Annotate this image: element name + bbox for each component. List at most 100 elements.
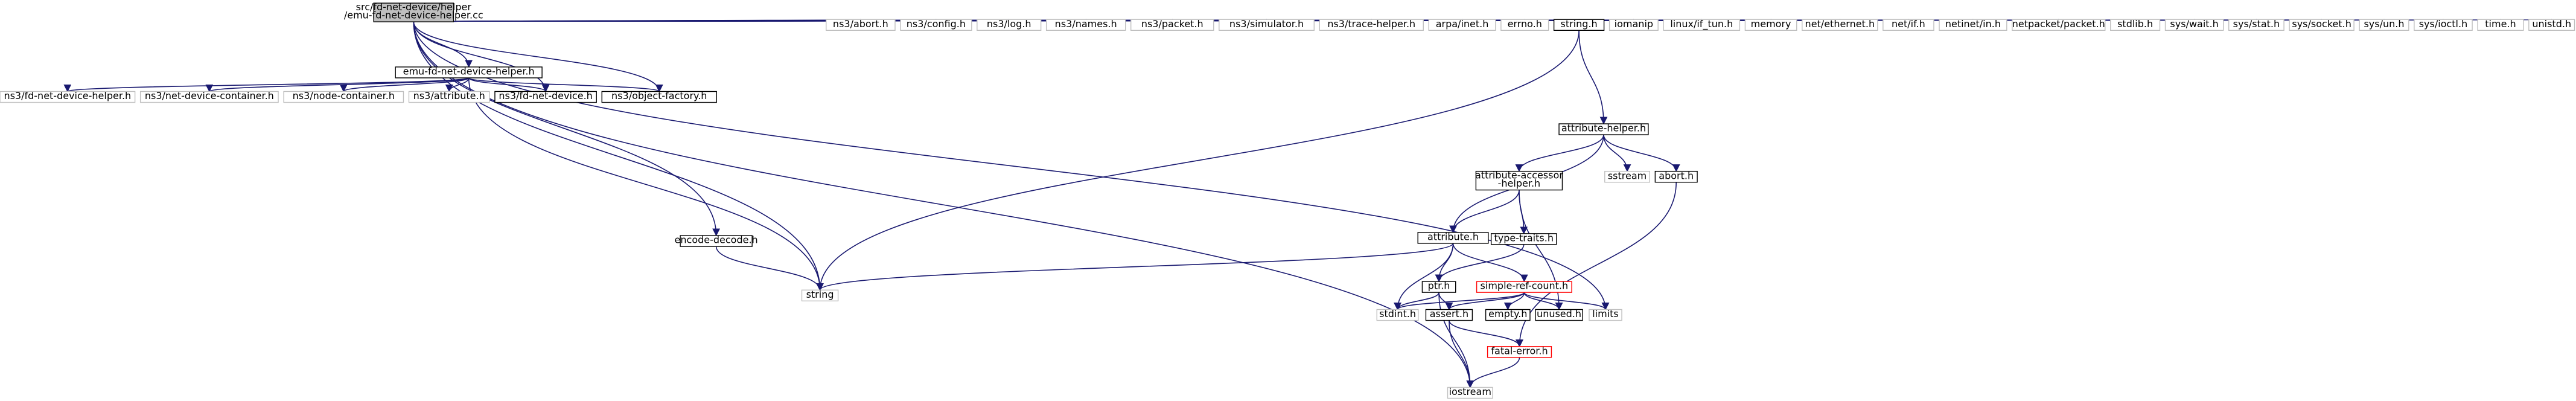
node-sysioctl: sys/ioctl.h: [2414, 18, 2473, 31]
node-label-aah-line1: attribute-accessor: [1475, 169, 1563, 181]
node-box-aah: [1475, 170, 1563, 191]
node-label-stdlib: stdlib.h: [2117, 18, 2153, 30]
node-src[interactable]: simple-ref-count.h: [1476, 280, 1572, 293]
node-box-ns3_fd_helper: [0, 91, 136, 103]
node-box-netpkt: [2012, 19, 2106, 31]
edge-root-to-string: [413, 22, 824, 291]
node-root: src/fd-net-device/helper/emu-fd-net-devi…: [344, 1, 483, 22]
node-box-iftun: [1663, 19, 1741, 31]
node-box-abort: [1654, 170, 1698, 183]
node-stringh[interactable]: string.h: [1553, 18, 1605, 31]
edge-stringh-to-attrhelper: [1578, 30, 1608, 125]
edge-typetraits-to-ptr: [1435, 244, 1525, 283]
edge-src-to-unused: [1523, 292, 1563, 310]
node-label-attrhelper: attribute-helper.h: [1561, 123, 1646, 134]
edge-ptr-to-iostream: [1438, 292, 1475, 388]
node-label-netin: netinet/in.h: [1945, 18, 2001, 30]
node-attribute[interactable]: attribute.h: [1417, 231, 1489, 244]
node-label-arpa: arpa/inet.h: [1436, 18, 1489, 30]
node-box-netif: [1883, 19, 1934, 31]
node-label-aah-line2: -helper.h: [1498, 178, 1541, 189]
node-empty[interactable]: empty.h: [1485, 308, 1531, 321]
node-label-ns3_nc: ns3/node-container.h: [293, 90, 395, 101]
node-fatal[interactable]: fatal-error.h: [1487, 345, 1552, 358]
node-box-iostream: [1447, 387, 1493, 399]
node-label-root-line1: src/fd-net-device/helper: [356, 1, 472, 13]
node-box-stringh: [1553, 19, 1605, 31]
node-box-timeh: [2477, 19, 2524, 31]
node-unused[interactable]: unused.h: [1535, 308, 1583, 321]
edge-attribute-to-string: [816, 243, 1454, 291]
node-box-assert: [1425, 309, 1473, 321]
node-box-ns3_ndc: [139, 91, 279, 103]
node-stdint: stdint.h: [1376, 308, 1419, 321]
node-limits: limits: [1589, 308, 1622, 321]
node-box-ns3_log: [977, 19, 1042, 31]
node-box-sysioctl: [2414, 19, 2473, 31]
node-ns3_of[interactable]: ns3/object-factory.h: [601, 90, 717, 103]
edge-root-to-ns3_of: [413, 22, 663, 92]
node-label-iostream: iostream: [1449, 386, 1491, 397]
node-box-ns3_nc: [283, 91, 404, 103]
node-label-emu_h: emu-fd-net-device-helper.h: [403, 66, 535, 77]
node-attrhelper[interactable]: attribute-helper.h: [1558, 123, 1649, 135]
node-aah[interactable]: attribute-accessor-helper.h: [1475, 169, 1563, 191]
node-box-attribute: [1417, 232, 1489, 244]
node-label-ns3_sim: ns3/simulator.h: [1229, 18, 1304, 30]
node-label-sysstat: sys/stat.h: [2233, 18, 2280, 30]
node-label-iftun: linux/if_tun.h: [1670, 18, 1733, 30]
node-stdlib: stdlib.h: [2110, 18, 2161, 31]
edge-emu_h-to-ns3_fd_helper: [64, 77, 470, 92]
node-label-stdint: stdint.h: [1379, 308, 1416, 319]
node-label-ns3_log: ns3/log.h: [987, 18, 1031, 30]
node-box-string: [801, 289, 839, 302]
node-box-unistd: [2528, 19, 2575, 31]
edge-src-to-stdint: [1394, 292, 1525, 310]
node-label-ns3_config: ns3/config.h: [907, 18, 966, 30]
node-label-sysioctl: sys/ioctl.h: [2419, 18, 2468, 30]
node-box-src: [1476, 281, 1572, 293]
node-label-iomanip: iomanip: [1615, 18, 1653, 30]
node-box-typetraits: [1490, 233, 1557, 245]
edge-abort-to-fatal: [1516, 182, 1677, 348]
node-abort[interactable]: abort.h: [1654, 170, 1698, 183]
node-ptr[interactable]: ptr.h: [1421, 280, 1456, 293]
node-syswait: sys/wait.h: [2164, 18, 2224, 31]
node-box-root: [373, 2, 454, 22]
node-box-errno: [1500, 19, 1549, 31]
node-label-memory: memory: [1751, 18, 1791, 30]
node-netif: net/if.h: [1883, 18, 1934, 31]
node-box-sysun: [2359, 19, 2409, 31]
node-box-ns3_packet: [1130, 19, 1214, 31]
node-typetraits[interactable]: type-traits.h: [1490, 232, 1557, 245]
node-ns3_fd_helper: ns3/fd-net-device-helper.h: [0, 90, 136, 103]
node-box-ns3_sim: [1219, 19, 1315, 31]
node-ns3_sim: ns3/simulator.h: [1219, 18, 1315, 31]
node-encode[interactable]: encode-decode.h: [675, 234, 758, 247]
node-box-unused: [1535, 309, 1583, 321]
node-assert[interactable]: assert.h: [1425, 308, 1473, 321]
node-label-unused: unused.h: [1537, 308, 1581, 319]
node-ns3_fdnd[interactable]: ns3/fd-net-device.h: [494, 90, 597, 103]
node-box-ns3_config: [900, 19, 972, 31]
edge-root-to-ns3_fdnd: [413, 22, 550, 92]
node-netin: netinet/in.h: [1939, 18, 2007, 31]
node-label-ns3_fd_helper: ns3/fd-net-device-helper.h: [4, 90, 131, 101]
node-ns3_trace: ns3/trace-helper.h: [1319, 18, 1424, 31]
node-box-stdint: [1376, 309, 1419, 321]
edge-assert-to-fatal: [1449, 320, 1523, 348]
node-sysun: sys/un.h: [2359, 18, 2409, 31]
node-emu_h[interactable]: emu-fd-net-device-helper.h: [395, 66, 543, 79]
node-sstream: sstream: [1604, 170, 1651, 183]
node-label-ns3_names: ns3/names.h: [1055, 18, 1117, 30]
edge-emu_h-to-ns3_attr: [445, 77, 470, 92]
node-label-fatal: fatal-error.h: [1491, 345, 1548, 356]
edge-emu_h-to-ns3_ndc: [205, 77, 470, 92]
node-box-arpa: [1428, 19, 1496, 31]
edge-attrhelper-to-aah: [1515, 134, 1604, 172]
node-box-sstream: [1604, 170, 1651, 183]
node-ns3_names: ns3/names.h: [1045, 18, 1126, 31]
node-box-ns3_trace: [1319, 19, 1424, 31]
node-label-assert: assert.h: [1430, 308, 1468, 319]
